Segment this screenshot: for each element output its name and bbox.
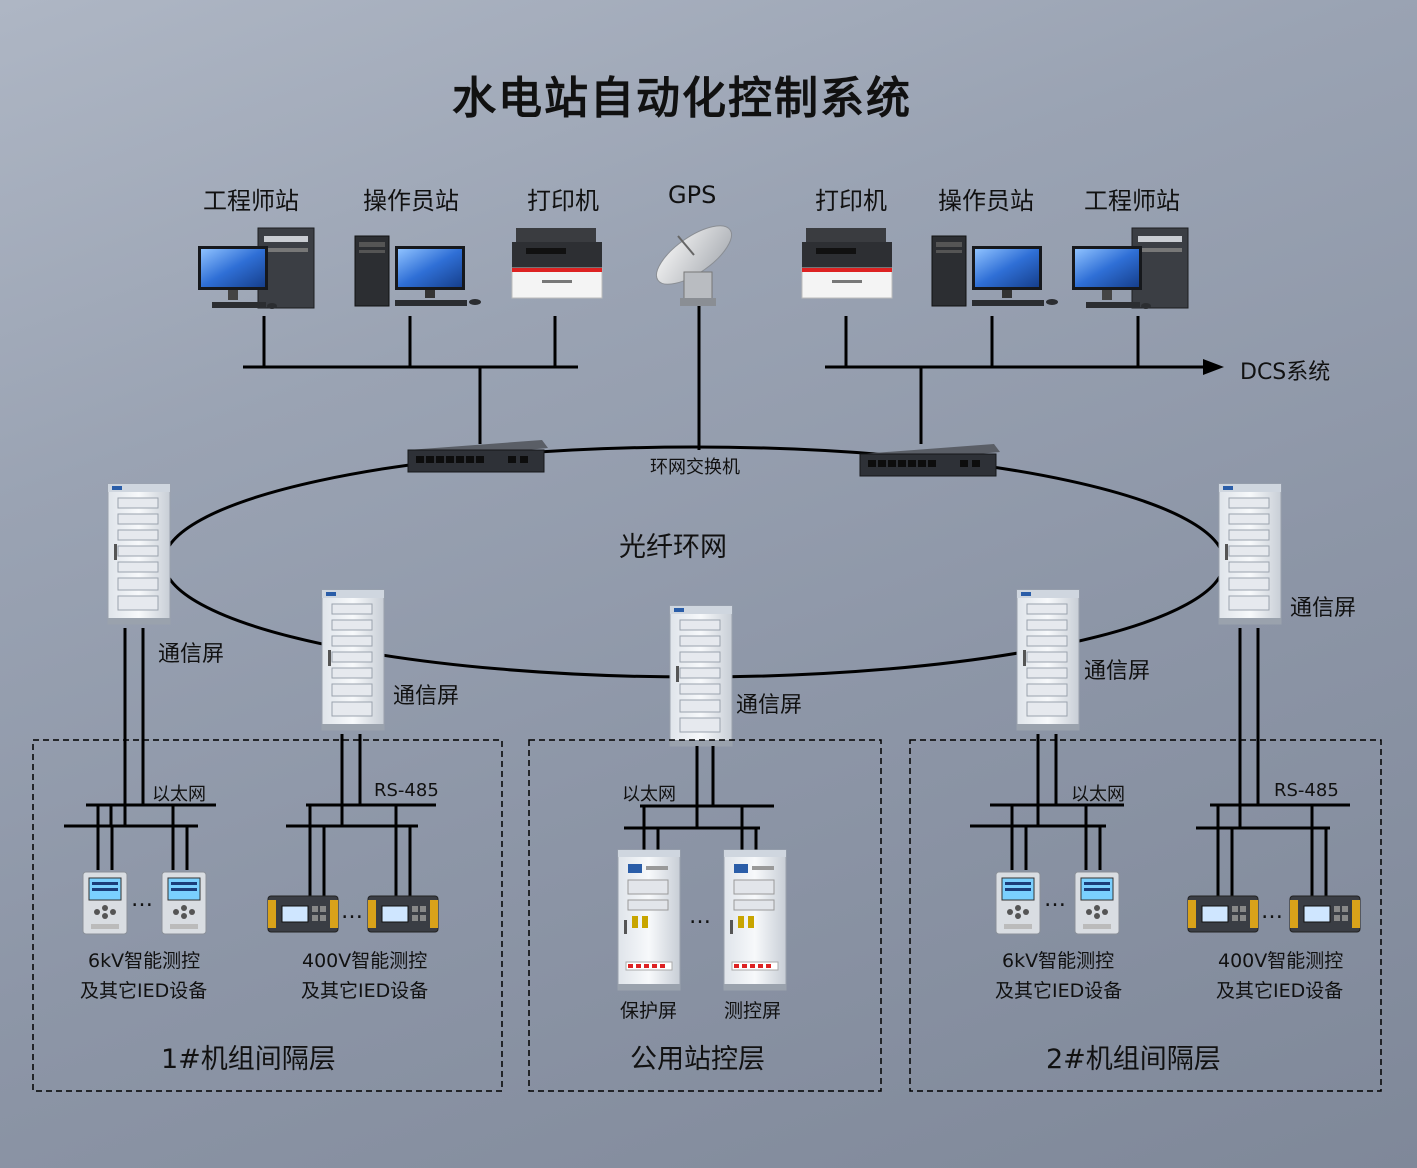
comm-screen-label-4: 通信屏 bbox=[1084, 659, 1151, 684]
unit2-400v-label-1: 400V智能测控 bbox=[1218, 950, 1344, 972]
ring-label: 光纤环网 bbox=[619, 532, 727, 563]
unit1-box bbox=[32, 739, 503, 1092]
comm-screen-1 bbox=[107, 483, 171, 625]
dev-400v-icon bbox=[1187, 895, 1259, 933]
dev-400v-icon bbox=[367, 895, 439, 933]
public-box bbox=[528, 739, 882, 1092]
unit1-ellipsis-6kv: … bbox=[131, 887, 153, 912]
engineer-workstation-icon bbox=[1071, 227, 1189, 310]
unit1-wiring bbox=[64, 628, 436, 900]
comm-screen-label-2: 通信屏 bbox=[393, 684, 460, 709]
ring-switch-right bbox=[859, 443, 1001, 477]
comm-screen-5 bbox=[1218, 483, 1282, 625]
comm-screen-2 bbox=[321, 589, 385, 731]
unit1-ethernet-label: 以太网 bbox=[152, 784, 206, 805]
comm-screen-label-5: 通信屏 bbox=[1290, 596, 1357, 621]
unit2-ellipsis-400v: … bbox=[1261, 899, 1283, 924]
top-device-label-printer-right: 打印机 bbox=[815, 187, 887, 215]
ring-switch-left bbox=[407, 439, 549, 473]
dev-6kv-icon bbox=[995, 871, 1041, 935]
comm-screen-label-1: 通信屏 bbox=[158, 642, 225, 667]
dcs-arrow-icon bbox=[1203, 359, 1224, 375]
comm-screen-3 bbox=[669, 605, 733, 747]
page-title: 水电站自动化控制系统 bbox=[452, 73, 912, 124]
unit1-6kv-label-2: 及其它IED设备 bbox=[80, 980, 208, 1002]
operator-workstation-icon bbox=[354, 235, 482, 307]
switch-label: 环网交换机 bbox=[650, 457, 740, 478]
left-top-bus bbox=[243, 316, 578, 444]
unit2-ethernet-label: 以太网 bbox=[1071, 784, 1125, 805]
top-device-label-operator-left: 操作员站 bbox=[363, 187, 459, 215]
comm-screen-label-3: 通信屏 bbox=[736, 693, 803, 718]
unit2-6kv-label-1: 6kV智能测控 bbox=[1002, 950, 1115, 972]
measure-panel-icon bbox=[723, 849, 787, 991]
top-device-label-printer-left: 打印机 bbox=[527, 187, 599, 215]
dev-6kv-icon bbox=[1074, 871, 1120, 935]
public-wiring bbox=[624, 746, 774, 850]
public-ellipsis: … bbox=[689, 904, 711, 929]
comm-screen-4 bbox=[1016, 589, 1080, 731]
gps-antenna-icon bbox=[656, 225, 732, 306]
unit1-400v-label-1: 400V智能测控 bbox=[302, 950, 428, 972]
right-top-bus bbox=[825, 316, 1205, 444]
unit2-rs485-label: RS-485 bbox=[1274, 780, 1339, 801]
public-ethernet-label: 以太网 bbox=[622, 784, 676, 805]
dev-400v-icon bbox=[267, 895, 339, 933]
top-device-label-engineer-right: 工程师站 bbox=[1084, 187, 1180, 215]
public-title: 公用站控层 bbox=[630, 1044, 765, 1075]
protection-panel-icon bbox=[617, 849, 681, 991]
unit1-ellipsis-400v: … bbox=[341, 899, 363, 924]
printer-icon bbox=[801, 227, 893, 299]
top-device-label-engineer-left: 工程师站 bbox=[203, 187, 299, 215]
measure-panel-label: 测控屏 bbox=[724, 1000, 782, 1022]
unit1-400v-label-2: 及其它IED设备 bbox=[301, 980, 429, 1002]
top-device-label-operator-right: 操作员站 bbox=[938, 187, 1034, 215]
unit2-400v-label-2: 及其它IED设备 bbox=[1216, 980, 1344, 1002]
top-device-label-gps: GPS bbox=[668, 181, 717, 209]
printer-icon bbox=[511, 227, 603, 299]
unit2-wiring bbox=[970, 628, 1350, 900]
engineer-workstation-icon bbox=[197, 227, 315, 310]
dev-6kv-icon bbox=[161, 871, 207, 935]
protection-panel-label: 保护屏 bbox=[620, 1000, 678, 1022]
unit2-6kv-label-2: 及其它IED设备 bbox=[995, 980, 1123, 1002]
unit2-box bbox=[909, 739, 1382, 1092]
unit2-ellipsis-6kv: … bbox=[1044, 887, 1066, 912]
operator-workstation-icon bbox=[931, 235, 1059, 307]
unit2-title: 2#机组间隔层 bbox=[1046, 1044, 1221, 1075]
dev-6kv-icon bbox=[82, 871, 128, 935]
unit1-6kv-label-1: 6kV智能测控 bbox=[88, 950, 201, 972]
unit1-title: 1#机组间隔层 bbox=[161, 1044, 336, 1075]
unit1-rs485-label: RS-485 bbox=[374, 780, 439, 801]
dcs-label: DCS系统 bbox=[1240, 360, 1331, 385]
dev-400v-icon bbox=[1289, 895, 1361, 933]
